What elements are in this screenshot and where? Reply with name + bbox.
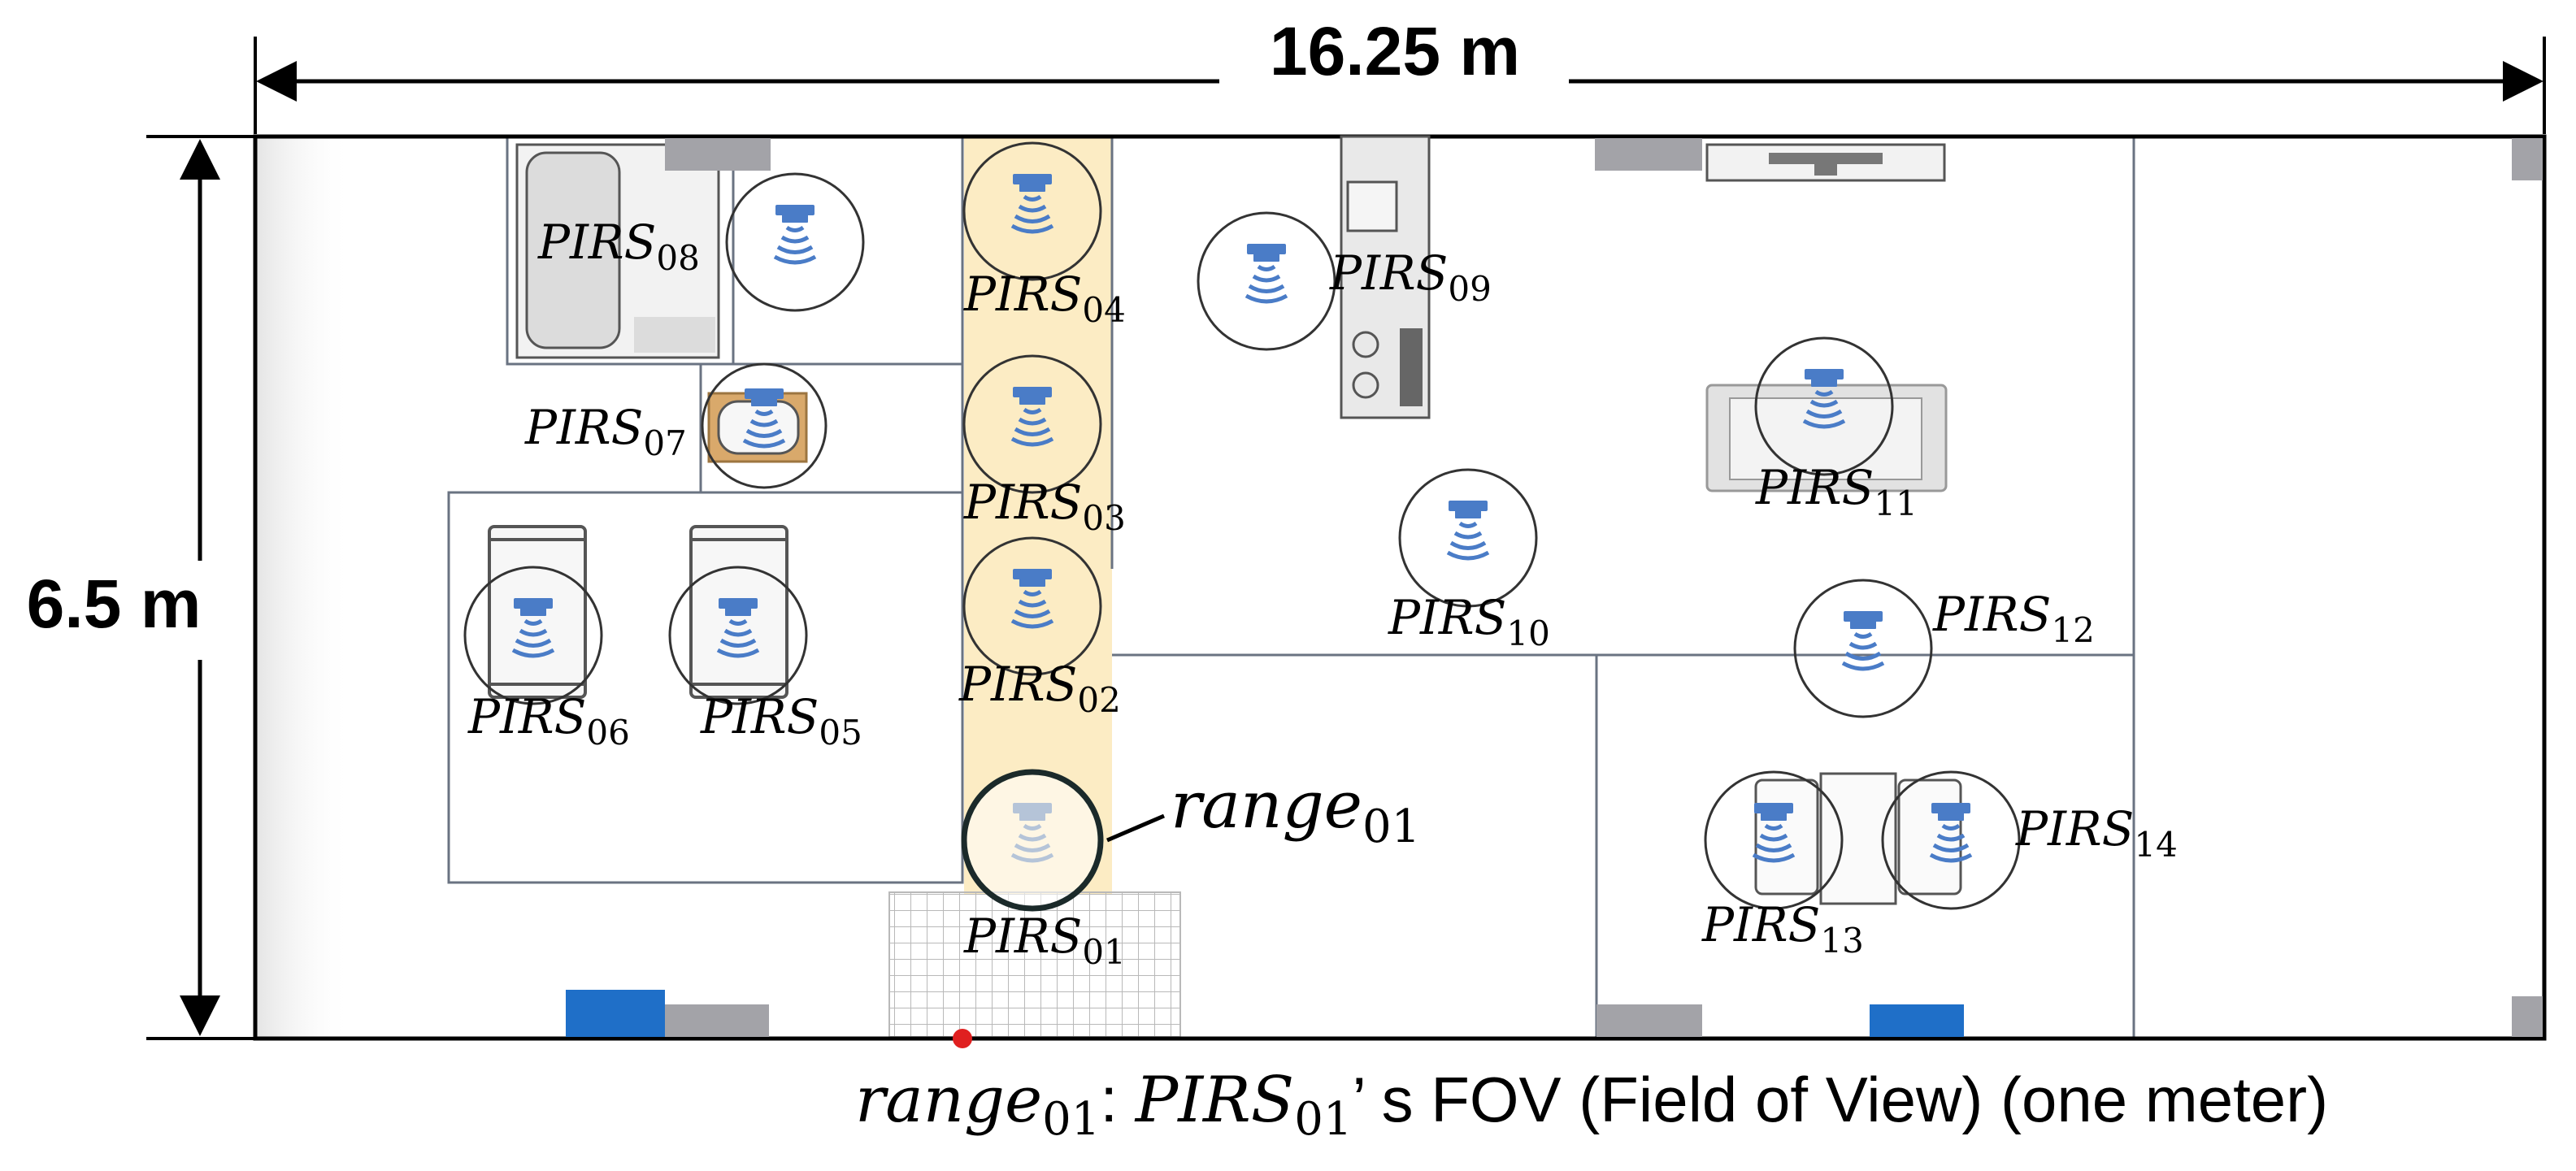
- sensor-pirs-06: PIRS06: [463, 566, 630, 752]
- sensor-pirs-03: PIRS03: [962, 354, 1126, 538]
- blue-door-block: [566, 990, 665, 1037]
- kitchen-counter: [1340, 135, 1431, 419]
- sensor-label: PIRS07: [524, 400, 687, 463]
- range-label: range01: [1171, 767, 1420, 853]
- sensor-label: PIRS03: [963, 475, 1126, 538]
- sensor-pirs-14: PIRS14: [1881, 770, 2178, 910]
- window-block: [2512, 138, 2543, 180]
- sensor-range-circle: [463, 566, 603, 705]
- dining-set: [1754, 772, 1962, 905]
- height-label: 6.5 m: [27, 566, 202, 642]
- furniture: [488, 135, 2543, 1048]
- entrance-mat: [888, 891, 1181, 1038]
- sensor-pirs-12: PIRS12: [1793, 579, 2095, 718]
- tv-stand: [1705, 143, 1946, 182]
- entrance-dot: [953, 1029, 972, 1048]
- sensor-label: PIRS12: [1932, 587, 2095, 650]
- sensor-range-circle: [1793, 579, 1933, 718]
- sensors-layer: PIRS01PIRS02PIRS03PIRS04PIRS05PIRS06PIRS…: [463, 141, 2178, 972]
- width-dimension: 16.25 m: [254, 13, 2546, 134]
- sensor-label: PIRS05: [700, 689, 862, 752]
- sensor-label: PIRS10: [1388, 590, 1550, 653]
- sensor-pirs-09: PIRS09: [1197, 211, 1492, 351]
- sensor-range-circle: [1881, 770, 2021, 910]
- sensor-range-circle: [668, 566, 808, 705]
- sensor-range-circle: [962, 141, 1102, 281]
- window-block: [1596, 1004, 1702, 1037]
- sensor-label: PIRS08: [537, 215, 700, 278]
- sensor-label: PIRS02: [958, 657, 1121, 720]
- width-label: 16.25 m: [1270, 13, 1520, 89]
- sensor-range-circle: [725, 172, 865, 312]
- sofa: [1705, 384, 1948, 492]
- sensor-range-circle: [962, 536, 1102, 676]
- sensor-label: PIRS06: [467, 689, 630, 752]
- window-block: [2512, 996, 2543, 1037]
- sensor-pirs-10: PIRS10: [1388, 468, 1550, 653]
- sensor-pirs-08: PIRS08: [537, 172, 865, 312]
- sensor-label: PIRS11: [1755, 460, 1918, 523]
- sensor-label: PIRS01: [963, 909, 1126, 972]
- window-block: [665, 1004, 769, 1037]
- window-block: [1595, 138, 1702, 171]
- sensor-range-circle: [1197, 211, 1336, 351]
- sensor-range-circle: [1398, 468, 1538, 608]
- sensor-range-circle: [701, 362, 828, 489]
- sensor-pirs-05: PIRS05: [668, 566, 862, 752]
- sensor-range-circle: [1704, 770, 1844, 910]
- height-dimension: 6.5 m: [27, 135, 268, 1040]
- sensor-pirs-07: PIRS07: [524, 362, 828, 489]
- sensor-label: PIRS14: [2015, 801, 2178, 865]
- sensor-pirs-11: PIRS11: [1754, 336, 1918, 523]
- sensor-pirs-13: PIRS13: [1701, 770, 1864, 961]
- sensor-range-circle: [962, 354, 1102, 494]
- sensor-pirs-04: PIRS04: [962, 141, 1126, 330]
- caption: range01: PIRS01’ s FOV (Field of View) (…: [855, 1064, 2328, 1146]
- sensor-pirs-01: PIRS01: [961, 769, 1126, 972]
- sensor-label: PIRS09: [1329, 245, 1492, 309]
- sensor-range-circle: [1754, 336, 1894, 476]
- sensor-pirs-02: PIRS02: [958, 536, 1121, 720]
- range-callout: range01: [1106, 767, 1420, 853]
- blue-door-block: [1870, 1004, 1964, 1037]
- sensor-label: PIRS04: [963, 267, 1126, 330]
- sensor-label: PIRS13: [1701, 897, 1864, 961]
